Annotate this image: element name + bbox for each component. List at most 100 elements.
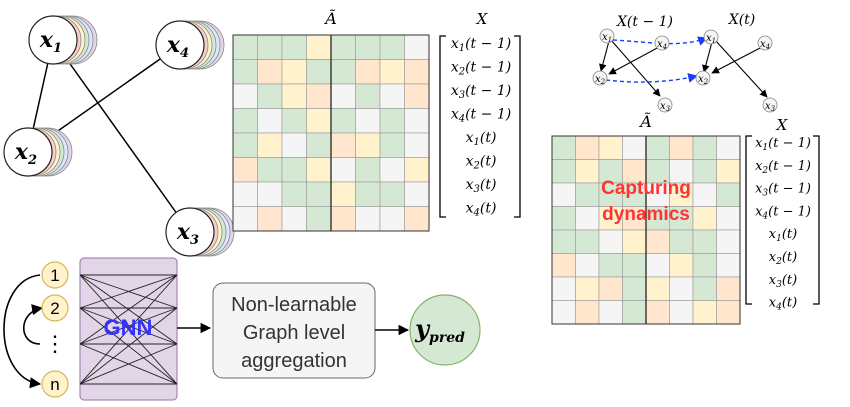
node-label: x4 — [166, 32, 189, 61]
node-label: x2 — [14, 139, 37, 168]
matrix-cell — [281, 59, 307, 85]
feature-label: x2(t) — [466, 154, 497, 172]
matrix-cell — [330, 206, 356, 232]
feature-label: x2(t) — [769, 250, 797, 267]
feature-label: x1(t − 1) — [755, 136, 811, 153]
matrix-cell — [379, 59, 405, 85]
matrix-cell — [232, 181, 258, 207]
matrix-cell — [622, 253, 647, 278]
pipeline: GNN 12⋮n Non-learnable Graph level aggre… — [3, 257, 481, 401]
matrix-cell — [551, 300, 576, 325]
gnn-edge — [79, 274, 178, 385]
node-circle — [28, 15, 78, 65]
graph-node-x4: x4 — [155, 20, 225, 70]
node-circle — [3, 127, 53, 177]
feature-label: x3(t) — [769, 273, 797, 290]
gnn-edge — [79, 274, 178, 345]
xvec1-left-bracket — [439, 35, 446, 218]
feature-label: x4(t − 1) — [451, 107, 511, 125]
matrix-cell — [281, 132, 307, 158]
pipeline-node-ellipsis: ⋮ — [44, 331, 66, 356]
matrix-cell — [575, 253, 600, 278]
temporal-node-x2 — [695, 70, 711, 86]
matrix-cell — [257, 59, 283, 85]
matrix-cell — [355, 181, 381, 207]
feature-label: x3(t) — [466, 177, 497, 195]
matrix-cell — [257, 157, 283, 183]
label-x-t: X(t) — [728, 12, 756, 28]
matrix-cell — [355, 83, 381, 109]
edge-prev-x4-x2 — [608, 46, 660, 75]
matrix-cell — [692, 229, 717, 254]
matrix-cell — [692, 159, 717, 184]
matrix-cell — [379, 157, 405, 183]
matrix-cell — [669, 229, 694, 254]
matrix-cell — [692, 206, 717, 231]
matrix-cell — [692, 300, 717, 325]
matrix-cell — [645, 300, 670, 325]
matrix-cell — [575, 300, 600, 325]
matrix-cell — [306, 34, 332, 60]
edge-curr-x4-x2 — [711, 46, 763, 74]
node-circle — [165, 207, 215, 257]
temporal-node-label: x4 — [760, 39, 770, 51]
xvec2-header: X — [776, 116, 789, 134]
matrix-cell — [281, 34, 307, 60]
capturing-dynamics-line1: Capturing — [601, 178, 691, 199]
matrix-cell — [622, 276, 647, 301]
xvec2-right-bracket — [813, 135, 820, 305]
feature-label: x3(t − 1) — [451, 83, 511, 101]
matrix-cell — [330, 181, 356, 207]
matrix-cell — [716, 300, 741, 325]
matrix-cell — [669, 135, 694, 160]
matrix-cell — [281, 157, 307, 183]
edge-x1-x3 — [52, 39, 191, 233]
feature-vector-2: X x1(t − 1)x2(t − 1)x3(t − 1)x4(t − 1)x1… — [745, 116, 820, 313]
matrix-cell — [404, 157, 430, 183]
matrix-cell — [379, 181, 405, 207]
matrix-cell — [575, 135, 600, 160]
matrix-cell — [257, 83, 283, 109]
matrix-cell — [716, 206, 741, 231]
feature-label: x4(t − 1) — [755, 204, 811, 221]
matrix-cell — [404, 34, 430, 60]
loop-arrow-outer — [3, 274, 42, 389]
node-circle — [155, 20, 205, 70]
node-label: x1 — [39, 27, 62, 56]
matrix-cell — [355, 59, 381, 85]
temporal-node-label: x3 — [765, 101, 776, 113]
matrix-cell — [716, 253, 741, 278]
gnn-edge — [79, 307, 178, 345]
matrix-cell — [622, 300, 647, 325]
matrix-cell — [404, 132, 430, 158]
temporal-node-label: x1 — [602, 32, 612, 44]
matrix-cell — [404, 206, 430, 232]
matrix-cell — [598, 276, 623, 301]
matrix-cell — [622, 229, 647, 254]
edge-curr-x1-x2 — [702, 41, 713, 73]
matrix-cell — [692, 182, 717, 207]
matrix-cell — [232, 157, 258, 183]
feature-label: x4(t) — [769, 296, 797, 313]
xvec1-header: X — [476, 10, 489, 28]
matrix-cell — [404, 83, 430, 109]
aggregation-line3: aggregation — [241, 350, 347, 372]
matrix-cell — [404, 181, 430, 207]
matrix-cell — [575, 276, 600, 301]
adjacency-matrix-1: Ã — [232, 8, 430, 232]
matrix-cell — [575, 182, 600, 207]
matrix-cell — [669, 276, 694, 301]
matrix-cell — [716, 182, 741, 207]
matrix-cell — [404, 108, 430, 134]
aggregation-line1: Non-learnable — [231, 294, 357, 316]
temporal-node-label: x2 — [698, 74, 709, 86]
gnn-edge — [79, 343, 178, 385]
matrix-cell — [257, 34, 283, 60]
feature-vector-1: X x1(t − 1)x2(t − 1)x3(t − 1)x4(t − 1)x1… — [439, 10, 521, 219]
matrix-cell — [257, 132, 283, 158]
matrix-cell — [645, 229, 670, 254]
matrix-cell — [716, 229, 741, 254]
matrix-cell — [598, 229, 623, 254]
